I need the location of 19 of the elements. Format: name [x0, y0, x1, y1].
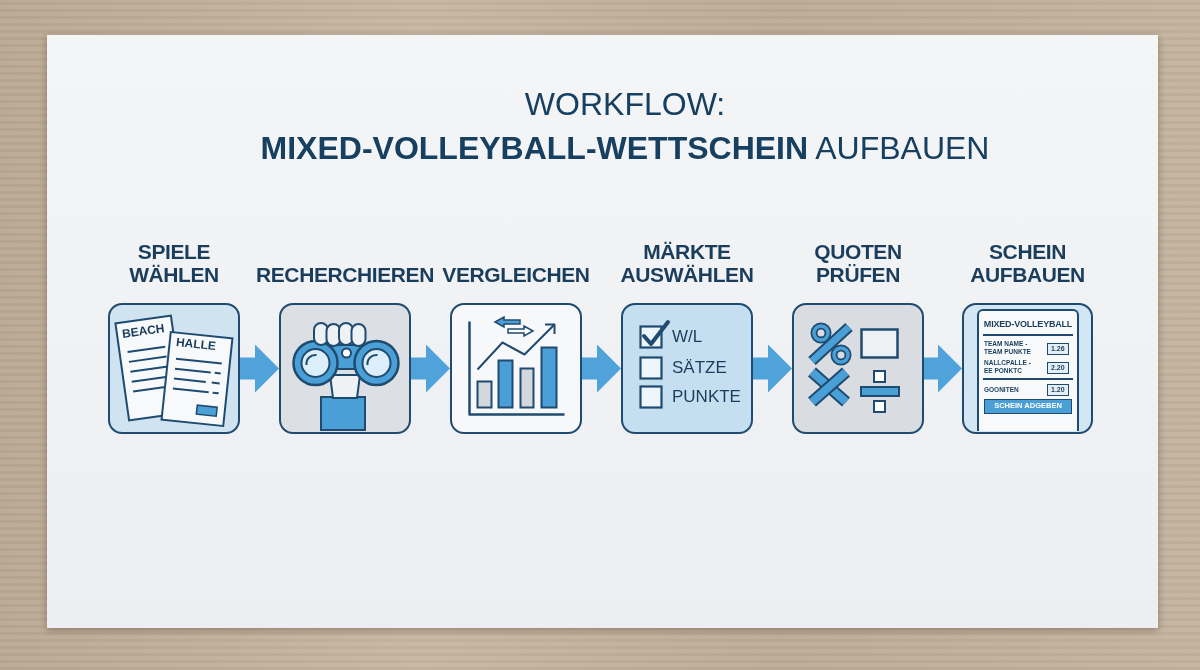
arrow [924, 344, 962, 393]
step-heading: QUOTEN PRÜFEN [814, 240, 902, 286]
step-heading: VERGLEICHEN [442, 263, 590, 286]
document-label: BEACH [121, 322, 166, 341]
arrow [753, 344, 792, 393]
step-heading: RECHERCHIEREN [256, 263, 434, 286]
option-label: W/L [672, 327, 703, 347]
option-label: PUNKTE [672, 387, 741, 407]
step-heading: SCHEIN AUFBAUEN [970, 240, 1085, 286]
title: WORKFLOW: MIXED-VOLLEYBALL-WETTSCHEIN AUFBAUEN [259, 85, 991, 168]
step-heading: MÄRKTE AUSWÄHLEN [620, 240, 754, 286]
option-label: SÄTZE [672, 358, 727, 378]
bet-slip [977, 309, 1079, 431]
document-label: HALLE [175, 335, 217, 354]
arrow [411, 344, 450, 393]
step-heading: SPIELE WÄHLEN [129, 240, 219, 286]
arrow [582, 344, 621, 393]
arrow [240, 344, 279, 393]
slip-heading: MIXED-VOLLEYBALL [983, 319, 1073, 330]
